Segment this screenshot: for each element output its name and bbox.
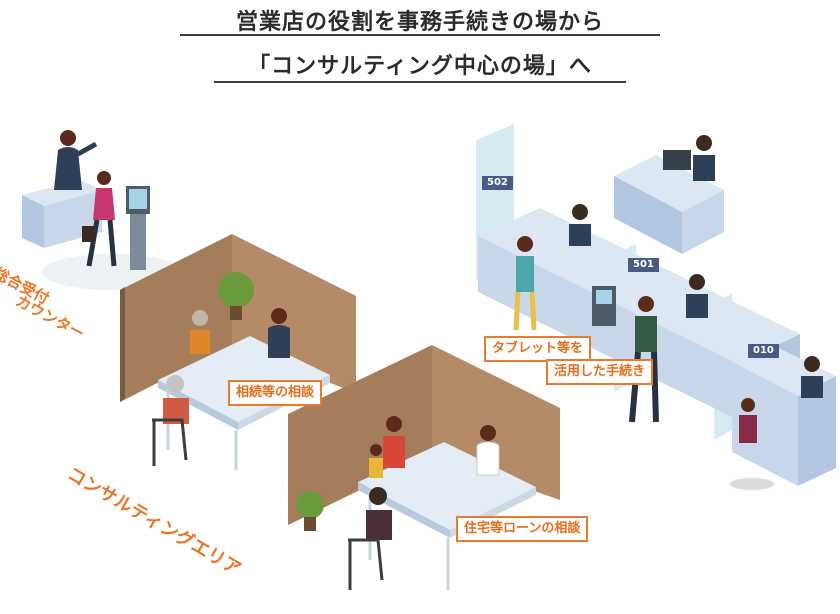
callout-housing-loan-consultation: 住宅等ローンの相談 [456, 516, 589, 542]
title-underline-1 [180, 34, 660, 36]
teller-area [476, 124, 836, 490]
reception-counter [22, 130, 182, 290]
window-number-010: 010 [748, 344, 779, 358]
callout-tablet-line2: 活用した手続き [546, 359, 654, 385]
callout-tablet-procedures: タブレット等を 活用した手続き [484, 336, 654, 388]
window-number-501: 501 [628, 258, 659, 272]
callout-tablet-line1: タブレット等を [484, 336, 592, 362]
consulting-booth-1 [120, 234, 356, 470]
title-underline-2 [214, 81, 626, 83]
title-line-2: 「コンサルティング中心の場」へ [248, 54, 592, 79]
window-number-502: 502 [482, 176, 513, 190]
title-line-1: 営業店の役割を事務手続きの場から [235, 10, 604, 35]
callout-inheritance-consultation: 相続等の相談 [228, 380, 323, 406]
